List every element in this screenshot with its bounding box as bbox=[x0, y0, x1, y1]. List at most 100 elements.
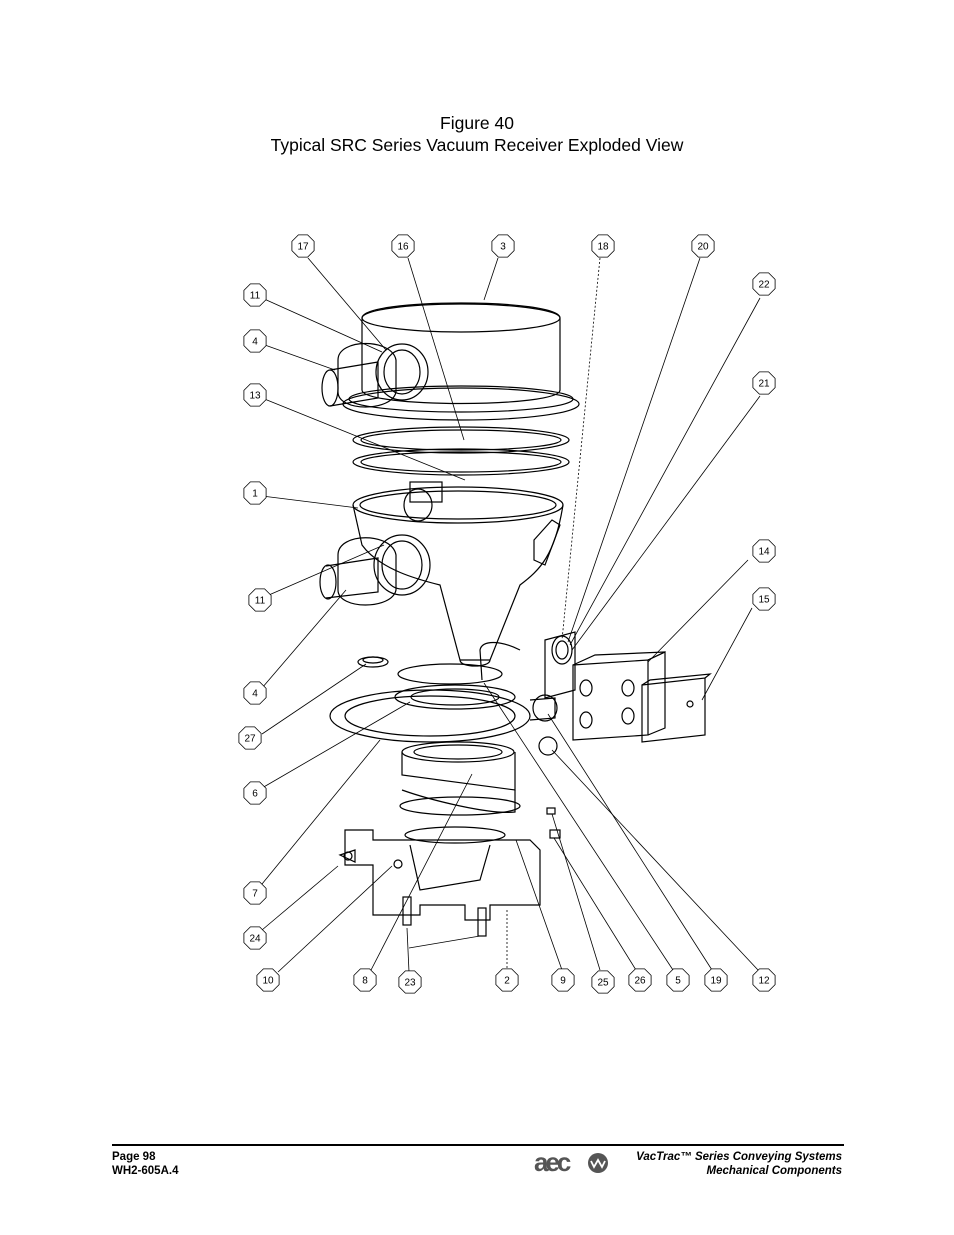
callout-11: 11 bbox=[243, 283, 267, 307]
callout-label: 10 bbox=[262, 976, 274, 987]
callout-label: 7 bbox=[252, 889, 258, 900]
callout-2: 2 bbox=[495, 968, 519, 992]
callout-octagon bbox=[752, 587, 776, 611]
figure-caption: Typical SRC Series Vacuum Receiver Explo… bbox=[270, 135, 684, 155]
footer-rule bbox=[112, 1144, 844, 1146]
callout-15: 15 bbox=[752, 587, 776, 611]
callout-octagon bbox=[752, 272, 776, 296]
gasket-plate bbox=[394, 684, 516, 710]
hopper-rim bbox=[352, 486, 564, 524]
callout-label: 16 bbox=[397, 242, 409, 253]
callout-octagon bbox=[752, 371, 776, 395]
callout-18: 18 bbox=[591, 234, 615, 258]
callout-label: 3 bbox=[500, 242, 506, 253]
callout-label: 9 bbox=[560, 976, 566, 987]
gasket-16 bbox=[352, 426, 570, 454]
callout-label: 2 bbox=[504, 976, 510, 987]
cover-plate bbox=[641, 677, 706, 743]
section-name: Mechanical Components bbox=[706, 1165, 842, 1177]
callout-octagon bbox=[391, 234, 415, 258]
callout-octagon bbox=[243, 781, 267, 805]
callout-19: 19 bbox=[704, 968, 728, 992]
gasket-13 bbox=[352, 448, 570, 476]
callout-22: 22 bbox=[752, 272, 776, 296]
receiver-drawing bbox=[319, 302, 712, 937]
document-id: WH2-605A.4 bbox=[112, 1165, 179, 1177]
callout-11: 11 bbox=[248, 588, 272, 612]
callout-octagon bbox=[238, 726, 262, 750]
callout-21: 21 bbox=[752, 371, 776, 395]
footer-right: VacTrac™ Series Conveying Systems Mechan… bbox=[636, 1150, 842, 1178]
callout-octagon bbox=[491, 234, 515, 258]
callout-14: 14 bbox=[752, 539, 776, 563]
callout-octagon bbox=[495, 968, 519, 992]
callout-label: 21 bbox=[758, 379, 770, 390]
callout-label: 6 bbox=[252, 789, 258, 800]
callout-label: 24 bbox=[249, 934, 261, 945]
callout-6: 6 bbox=[243, 781, 267, 805]
callout-8: 8 bbox=[353, 968, 377, 992]
lid-top bbox=[361, 303, 561, 333]
callout-octagon bbox=[752, 968, 776, 992]
callout-octagon bbox=[243, 681, 267, 705]
callout-label: 11 bbox=[255, 596, 266, 607]
callout-octagon bbox=[243, 383, 267, 407]
callout-octagon bbox=[551, 968, 575, 992]
logo-text: aec bbox=[534, 1148, 571, 1176]
callout-27: 27 bbox=[238, 726, 262, 750]
callout-octagon bbox=[248, 588, 272, 612]
callout-23: 23 bbox=[398, 970, 422, 994]
callout-label: 17 bbox=[297, 242, 309, 253]
callout-7: 7 bbox=[243, 881, 267, 905]
lid-body bbox=[361, 302, 561, 405]
callout-octagon bbox=[243, 881, 267, 905]
callout-label: 14 bbox=[758, 547, 770, 558]
callout-octagon bbox=[243, 481, 267, 505]
callout-label: 13 bbox=[249, 391, 261, 402]
callout-20: 20 bbox=[691, 234, 715, 258]
leader-lines bbox=[261, 257, 761, 973]
callout-label: 5 bbox=[675, 976, 681, 987]
callout-label: 25 bbox=[597, 978, 609, 989]
callout-label: 11 bbox=[250, 291, 261, 302]
figure-number: Figure 40 bbox=[440, 113, 514, 133]
base-stand bbox=[344, 829, 541, 921]
callout-label: 20 bbox=[697, 242, 709, 253]
callout-label: 27 bbox=[244, 734, 256, 745]
callout-12: 12 bbox=[752, 968, 776, 992]
callout-17: 17 bbox=[291, 234, 315, 258]
callout-octagon bbox=[243, 926, 267, 950]
footer-left: Page 98 WH2-605A.4 bbox=[112, 1150, 178, 1178]
callout-5: 5 bbox=[666, 968, 690, 992]
callout-24: 24 bbox=[243, 926, 267, 950]
page-number: Page 98 bbox=[112, 1151, 156, 1163]
callout-10: 10 bbox=[256, 968, 280, 992]
callout-label: 18 bbox=[597, 242, 609, 253]
callout-25: 25 bbox=[591, 970, 615, 994]
callout-label: 4 bbox=[252, 337, 258, 348]
callout-label: 1 bbox=[252, 489, 258, 500]
callout-octagon bbox=[243, 329, 267, 353]
callout-4: 4 bbox=[243, 681, 267, 705]
callout-octagon bbox=[752, 539, 776, 563]
callout-4: 4 bbox=[243, 329, 267, 353]
callout-octagon bbox=[291, 234, 315, 258]
hopper-cone bbox=[352, 504, 564, 661]
callout-16: 16 bbox=[391, 234, 415, 258]
callout-9: 9 bbox=[551, 968, 575, 992]
callout-octagon bbox=[398, 970, 422, 994]
callout-26: 26 bbox=[628, 968, 652, 992]
callout-label: 26 bbox=[634, 976, 646, 987]
callout-octagon bbox=[704, 968, 728, 992]
callout-1: 1 bbox=[243, 481, 267, 505]
callout-label: 23 bbox=[404, 978, 416, 989]
callout-label: 12 bbox=[758, 976, 770, 987]
callout-label: 4 bbox=[252, 689, 258, 700]
callout-label: 22 bbox=[758, 280, 770, 291]
callout-octagon bbox=[591, 234, 615, 258]
callout-octagon bbox=[353, 968, 377, 992]
aec-logo: aec bbox=[532, 1148, 608, 1176]
series-name: VacTrac™ Series Conveying Systems bbox=[636, 1151, 842, 1163]
callout-octagon bbox=[628, 968, 652, 992]
